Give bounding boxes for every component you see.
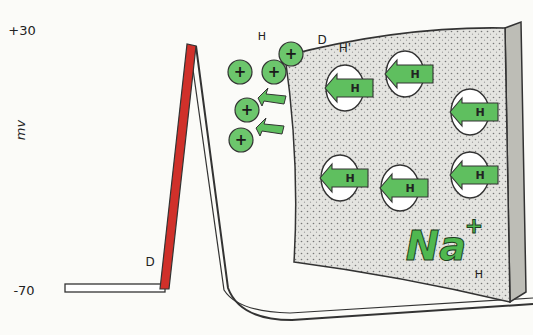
sodium-arrow: [450, 161, 498, 189]
channel-label: H: [475, 107, 484, 118]
sodium-arrow: [380, 174, 428, 202]
ion-arrow: [258, 88, 286, 106]
sodium-ion: [235, 98, 259, 122]
ion-charge: +: [285, 47, 298, 62]
callout-letter: D: [317, 34, 326, 46]
axis-value: -70: [13, 284, 34, 297]
sodium-arrow: [450, 98, 498, 126]
sodium-arrow: [385, 60, 433, 88]
ion-charge: +: [235, 133, 248, 148]
sodium-arrow: [320, 164, 368, 192]
callout-letter: H': [339, 42, 351, 54]
sodium-ion: [229, 128, 253, 152]
ion-symbol: Na: [406, 226, 466, 266]
callout-letter: D: [145, 256, 154, 268]
sodium-ion: [228, 60, 252, 84]
channel-label: H: [350, 83, 359, 94]
ion-arrow: [256, 118, 284, 136]
depolarization-line: [160, 44, 196, 289]
membrane: [285, 28, 510, 302]
sodium-arrow: [325, 74, 373, 102]
axis-unit: mv: [14, 120, 27, 140]
ion-symbol: +: [465, 215, 483, 237]
channel-label: H: [475, 170, 484, 181]
callout-letter: H: [258, 31, 266, 42]
channel-label: H: [345, 173, 354, 184]
callout-letter: H: [475, 269, 483, 280]
axis-value: +30: [8, 24, 35, 37]
channel-label: H: [410, 69, 419, 80]
sodium-ion: [279, 42, 303, 66]
resting-level: [65, 284, 165, 292]
channel-label: H: [405, 183, 414, 194]
ion-charge: +: [234, 65, 247, 80]
ion-charge: +: [241, 103, 254, 118]
sodium-ion: [262, 60, 286, 84]
ion-charge: +: [268, 65, 281, 80]
